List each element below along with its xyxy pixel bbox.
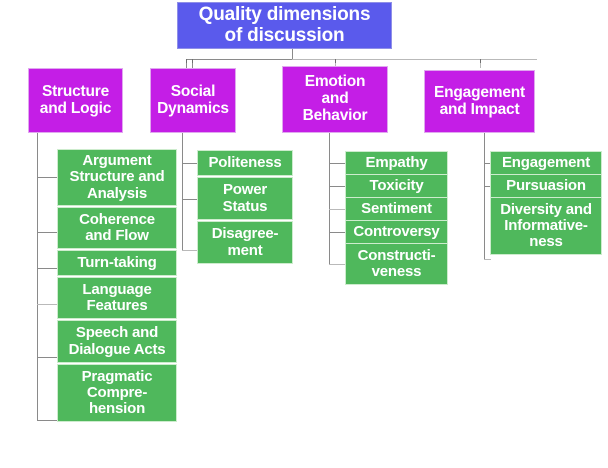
connector-bus-left (186, 59, 293, 60)
leaf-node-diversity-and-informativeness[interactable]: Diversity and Informative- ness (490, 197, 602, 255)
connector-tick-3 (335, 59, 336, 63)
leaf-node-constructiveness[interactable]: Constructi- veness (345, 243, 448, 285)
root-node-title[interactable]: Quality dimensions of discussion (177, 2, 392, 49)
leaf-node-sentiment[interactable]: Sentiment (345, 197, 448, 221)
connector-tick-2 (192, 59, 193, 63)
leaf-node-pursuasion[interactable]: Pursuasion (490, 174, 602, 198)
leaf-node-coherence-and-flow[interactable]: Coherence and Flow (57, 207, 177, 249)
category-node-structure-and-logic[interactable]: Structure and Logic (28, 68, 123, 133)
connector-col3-stub-4 (329, 232, 346, 233)
connector-bus-right (292, 59, 537, 60)
connector-col2-spine (182, 133, 183, 251)
connector-tick-1 (186, 59, 187, 63)
connector-col1-stub-1 (37, 177, 58, 178)
leaf-node-toxicity[interactable]: Toxicity (345, 174, 448, 198)
leaf-node-power-status[interactable]: Power Status (197, 177, 293, 220)
connector-bus-drop-2 (192, 59, 193, 68)
leaf-node-controversy[interactable]: Controversy (345, 220, 448, 244)
leaf-node-turn-taking[interactable]: Turn-taking (57, 250, 177, 276)
leaf-node-empathy[interactable]: Empathy (345, 151, 448, 175)
leaf-node-politeness[interactable]: Politeness (197, 150, 293, 176)
leaf-node-disagreement[interactable]: Disagree- ment (197, 221, 293, 264)
connector-col4-stub-3 (484, 259, 491, 260)
connector-bus-drop-1 (186, 59, 187, 68)
leaf-node-argument-structure-and-analysis[interactable]: Argument Structure and Analysis (57, 149, 177, 206)
category-node-emotion-and-behavior[interactable]: Emotion and Behavior (282, 66, 388, 133)
connector-col1-stub-4 (37, 304, 58, 305)
connector-col3-stub-5 (329, 264, 346, 265)
connector-col2-stub-3 (182, 250, 198, 251)
leaf-node-pragmatic-comprehension[interactable]: Pragmatic Compre- hension (57, 364, 177, 422)
connector-col4-stub-1 (484, 163, 491, 164)
connector-col3-stub-3 (329, 209, 346, 210)
category-node-social-dynamics[interactable]: Social Dynamics (150, 68, 236, 133)
connector-col3-stub-2 (329, 186, 346, 187)
connector-col2-stub-1 (182, 163, 198, 164)
leaf-node-speech-and-dialogue-acts[interactable]: Speech and Dialogue Acts (57, 320, 177, 363)
connector-col1-stub-2 (37, 232, 58, 233)
connector-col1-stub-6 (37, 420, 58, 421)
leaf-node-language-features[interactable]: Language Features (57, 277, 177, 319)
leaf-node-engagement[interactable]: Engagement (490, 151, 602, 175)
connector-col4-spine (484, 133, 485, 259)
connector-root-down (292, 49, 293, 59)
connector-col3-spine (329, 133, 330, 264)
connector-col1-stub-5 (37, 357, 58, 358)
connector-col1-spine (37, 133, 38, 421)
connector-col1-stub-3 (37, 268, 58, 269)
connector-tick-4 (480, 59, 481, 63)
category-node-engagement-and-impact[interactable]: Engagement and Impact (424, 70, 535, 133)
connector-col2-stub-2 (182, 199, 198, 200)
connector-bus-drop-4 (480, 59, 481, 68)
connector-col3-stub-1 (329, 163, 346, 164)
connector-col4-stub-2 (484, 186, 491, 187)
